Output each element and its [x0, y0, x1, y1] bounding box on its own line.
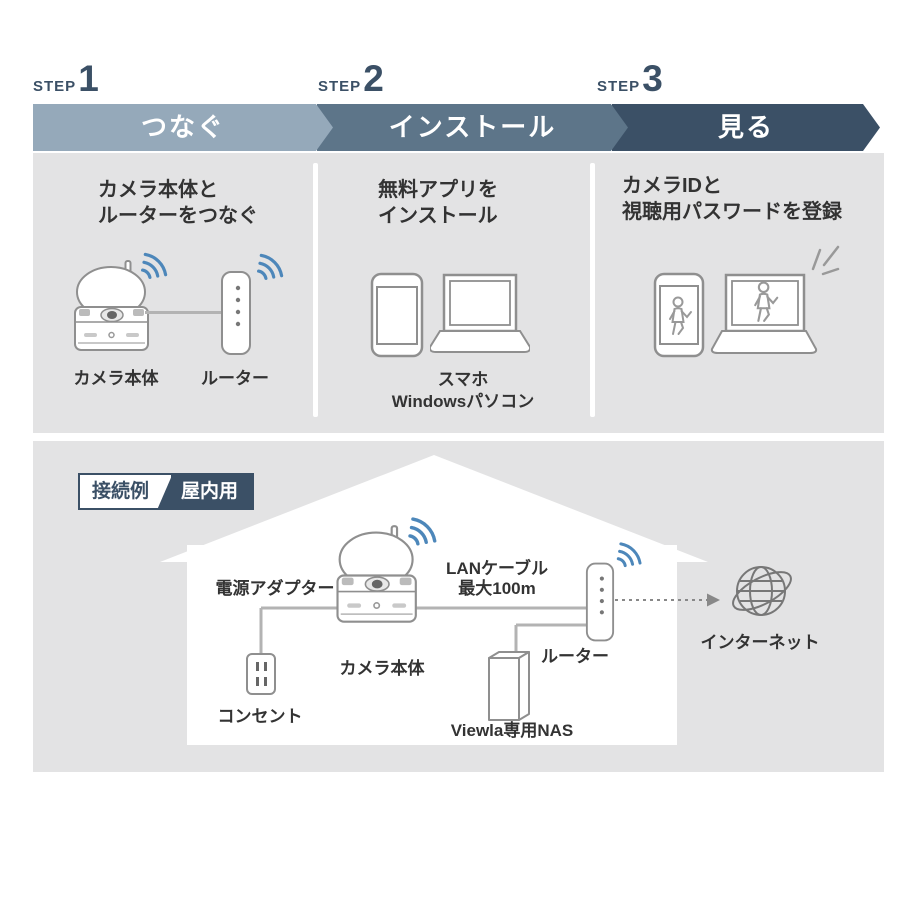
dashed-internet-arrow: [615, 593, 720, 607]
step-number: 2: [363, 58, 384, 99]
spark-icon: [811, 245, 840, 276]
camera-label: カメラ本体: [339, 659, 425, 678]
connection-section: 接続例 屋内用 電源アダプター カメラ本体 LANケーブル最大100m ルーター…: [33, 441, 884, 772]
internet-label: インターネット: [700, 633, 820, 652]
camera-icon: [74, 252, 168, 351]
step-word: STEP: [33, 78, 77, 95]
cable-line: [259, 606, 587, 654]
smartphone-viewer-icon: [653, 272, 705, 358]
wifi-icon: [257, 253, 284, 280]
lan-cable-line1: LANケーブル: [446, 559, 548, 578]
power-adapter-label: 電源アダプター: [215, 579, 335, 598]
banner-arrow-install: インストール: [317, 104, 628, 151]
camera-caption: カメラ本体: [73, 369, 159, 388]
step-header-3: STEP 3: [597, 58, 663, 99]
banner-arrow-view: 見る: [612, 104, 880, 151]
camera-icon: [336, 517, 437, 623]
nas-label: Viewla専用NAS: [450, 721, 574, 740]
devices-caption: スマホ Windowsパソコン: [363, 369, 563, 413]
smartphone-icon: [370, 272, 424, 358]
wifi-icon: [408, 517, 437, 546]
steps-panel-area: カメラ本体とルーターをつなぐ: [33, 153, 884, 433]
outlet-label: コンセント: [217, 707, 303, 726]
outlet-icon: [246, 653, 276, 695]
step1-desc-line2: ルーターをつなぐ: [98, 205, 258, 227]
router-icon: [221, 271, 251, 355]
lan-cable-label: LANケーブル最大100m: [417, 559, 577, 599]
step1-desc-line1: カメラ本体と: [98, 179, 218, 201]
lan-cable-line2: 最大100m: [458, 579, 536, 598]
nas-icon: [488, 651, 530, 721]
panel-divider-2: [590, 163, 595, 417]
banner-arrow-connect: つなぐ: [33, 104, 333, 151]
step2-description: 無料アプリをインストール: [378, 177, 498, 229]
step3-desc-line2: 視聴用パスワードを登録: [622, 201, 842, 223]
step2-desc-line2: インストール: [378, 205, 498, 227]
cable-line: [145, 311, 223, 314]
wifi-icon: [616, 542, 642, 568]
step-word: STEP: [597, 78, 641, 95]
smartphone-caption: スマホ: [437, 370, 489, 389]
step-number: 3: [642, 58, 663, 99]
step-number: 1: [78, 58, 99, 99]
step3-desc-line1: カメラIDと: [622, 175, 722, 197]
step3-description: カメラIDと視聴用パスワードを登録: [622, 173, 842, 225]
person-icon: [669, 296, 692, 335]
pc-caption: Windowsパソコン: [391, 392, 535, 411]
router-icon: [585, 562, 615, 642]
badge-indoor-label: 屋内用: [157, 473, 255, 510]
panel-divider-1: [313, 163, 318, 417]
connection-badge: 接続例 屋内用: [78, 473, 255, 510]
step-header-1: STEP 1: [33, 58, 99, 99]
person-icon: [754, 281, 779, 322]
router-label: ルーター: [541, 647, 609, 666]
step2-desc-line1: 無料アプリを: [378, 179, 498, 201]
step-header-2: STEP 2: [318, 58, 384, 99]
router-caption: ルーター: [201, 369, 269, 388]
step-word: STEP: [318, 78, 362, 95]
laptop-icon: [430, 273, 530, 353]
step1-description: カメラ本体とルーターをつなぐ: [98, 177, 258, 229]
laptop-viewer-icon: [710, 273, 818, 354]
badge-example-label: 接続例: [78, 473, 174, 510]
wifi-icon: [141, 252, 168, 279]
globe-icon: [732, 566, 792, 616]
